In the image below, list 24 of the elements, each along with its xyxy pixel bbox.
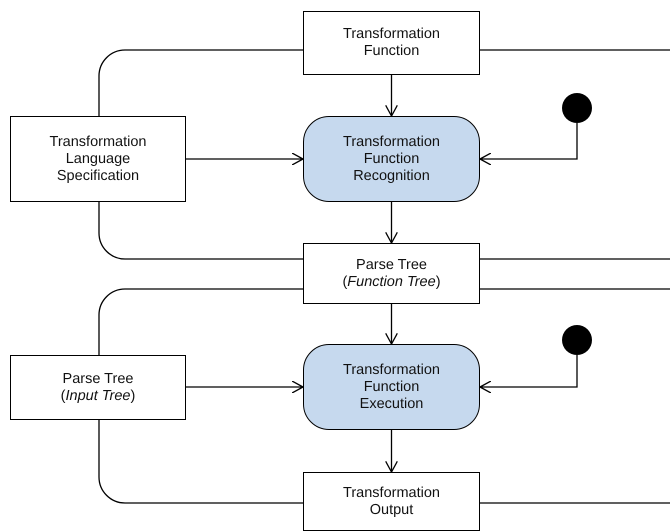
node-label: Transformation Function [342, 26, 441, 60]
object-box [303, 472, 480, 531]
node-label: Parse Tree (Input Tree) [60, 370, 136, 404]
arrow [186, 380, 304, 394]
object-box [303, 11, 480, 75]
node-label: Transformation Function Recognition [342, 134, 441, 184]
object-box [10, 355, 186, 420]
arrow [479, 123, 578, 166]
node-label: Parse Tree (Function Tree) [342, 256, 442, 290]
object-box [10, 116, 186, 202]
arrow [384, 304, 398, 345]
activity-box [303, 344, 480, 430]
arrow [384, 202, 398, 244]
node-label: Transformation Language Specification [48, 134, 148, 184]
node-label: Transformation Output [342, 484, 441, 518]
object-box [303, 243, 480, 304]
arrow [384, 75, 398, 117]
node-label: Transformation Function Execution [342, 362, 441, 412]
arrow [186, 152, 304, 166]
initial-node [562, 93, 592, 123]
initial-node [562, 325, 592, 355]
arrow [384, 430, 398, 473]
activity-box [303, 116, 480, 202]
arrow [479, 355, 578, 394]
